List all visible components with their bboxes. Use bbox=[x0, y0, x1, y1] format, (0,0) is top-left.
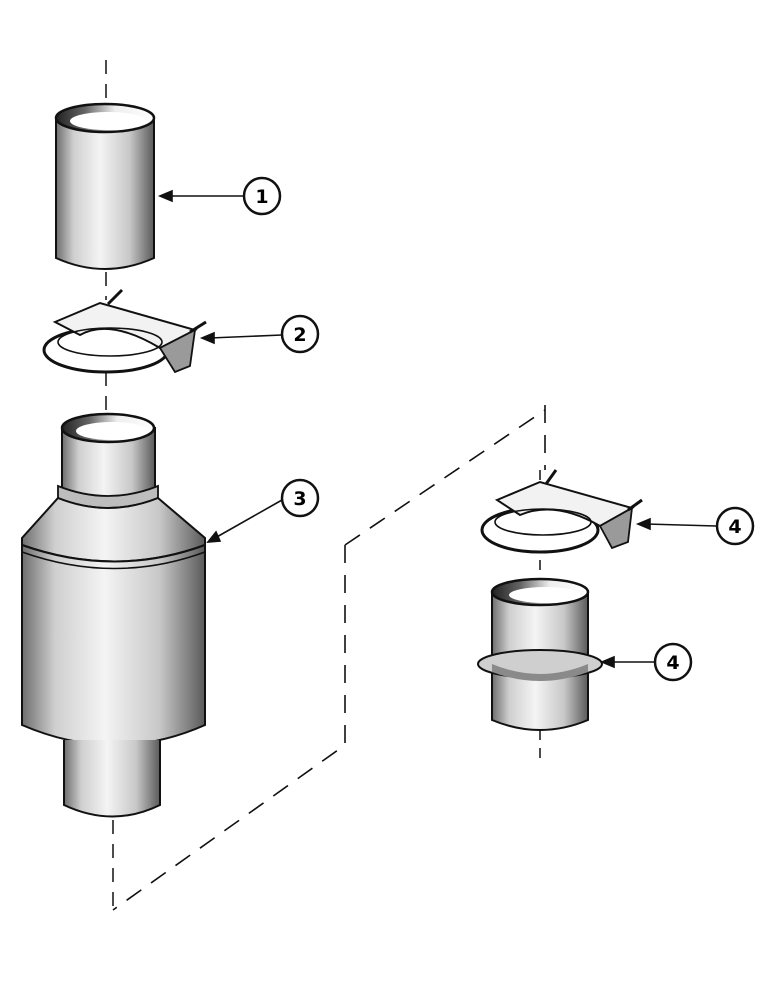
callout-3-label: 3 bbox=[293, 488, 306, 510]
callout-1: 1 bbox=[242, 176, 282, 216]
callout-4-upper-label: 4 bbox=[728, 516, 741, 538]
callout-4-upper: 4 bbox=[715, 506, 755, 546]
callout-2-label: 2 bbox=[293, 324, 306, 346]
part-1-tube bbox=[54, 102, 156, 270]
callout-1-label: 1 bbox=[255, 186, 268, 208]
callout-4-lower: 4 bbox=[653, 642, 693, 682]
callout-2: 2 bbox=[280, 314, 320, 354]
part-2-clamp bbox=[42, 288, 207, 374]
center-axis-left bbox=[105, 60, 114, 910]
callout-leaders bbox=[157, 189, 717, 669]
dashed-connector-path bbox=[112, 405, 546, 911]
callout-4-lower-label: 4 bbox=[666, 652, 679, 674]
part-3-muffler bbox=[21, 412, 206, 818]
part-4-clamp bbox=[480, 469, 643, 554]
callout-3: 3 bbox=[280, 478, 320, 518]
part-4-flanged-sleeve bbox=[477, 577, 603, 731]
